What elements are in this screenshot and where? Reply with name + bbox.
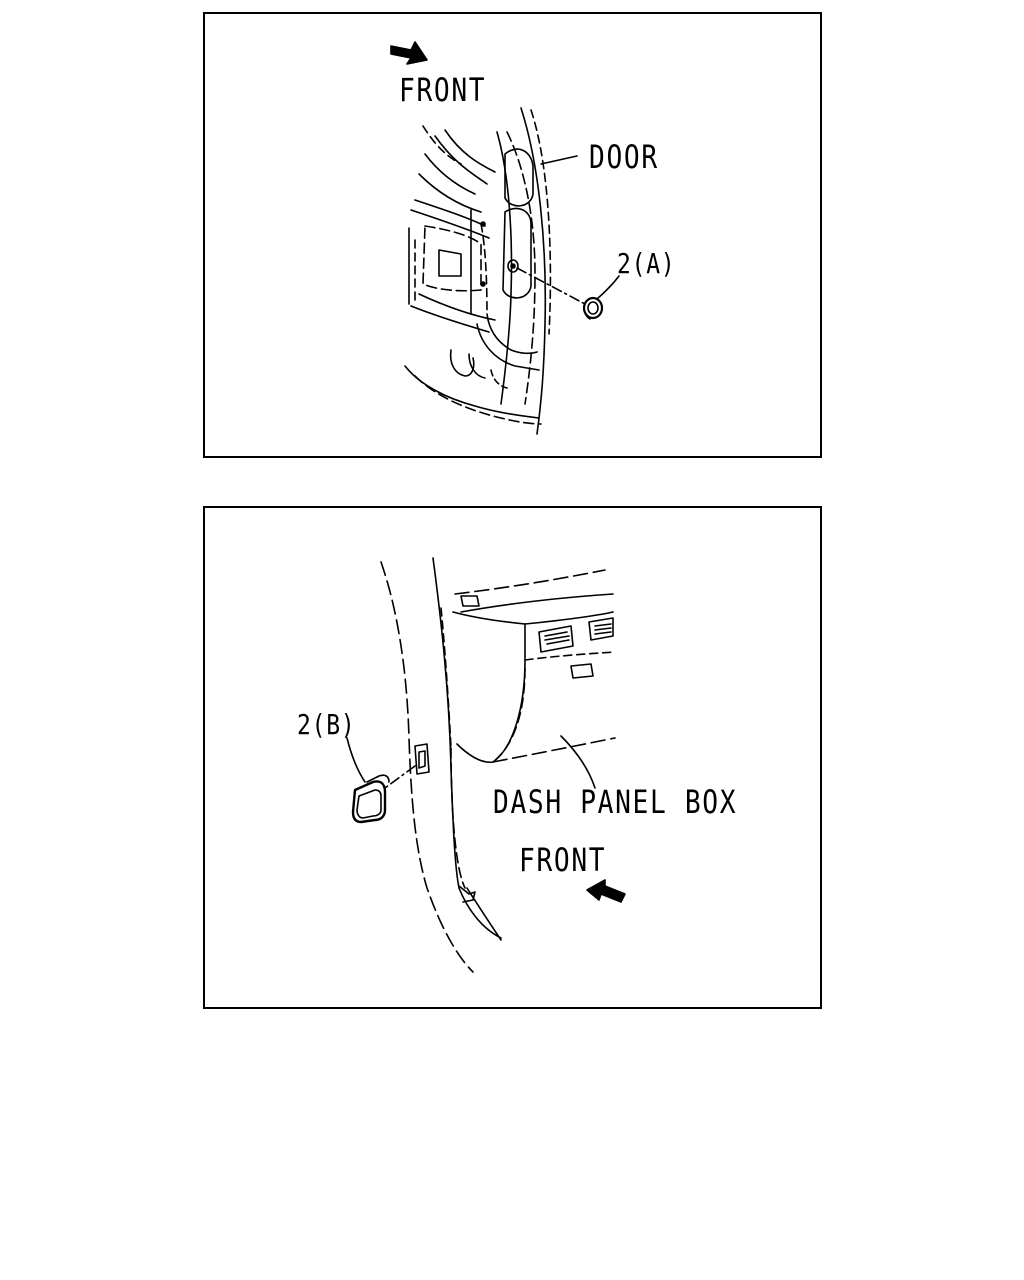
door-illustration-panel: FRONT DOOR 2(A) [203, 12, 822, 458]
front-arrow-icon [390, 41, 428, 65]
front-arrow-icon [586, 879, 626, 903]
front-label: FRONT [519, 841, 607, 879]
door-label: DOOR [589, 138, 659, 176]
dash-panel-drawing [346, 557, 626, 973]
part-2b-label: 2(B) [297, 708, 356, 741]
part-2a-label: 2(A) [617, 247, 676, 280]
dash-panel-box-label: DASH PANEL BOX [493, 783, 738, 821]
grommet-a-icon [582, 296, 604, 320]
dash-panel-illustration-panel: 2(B) DASH PANEL BOX FRONT [203, 506, 822, 1009]
door-drawing [390, 41, 620, 435]
front-label: FRONT [399, 71, 487, 109]
clip-b-icon [351, 774, 390, 824]
